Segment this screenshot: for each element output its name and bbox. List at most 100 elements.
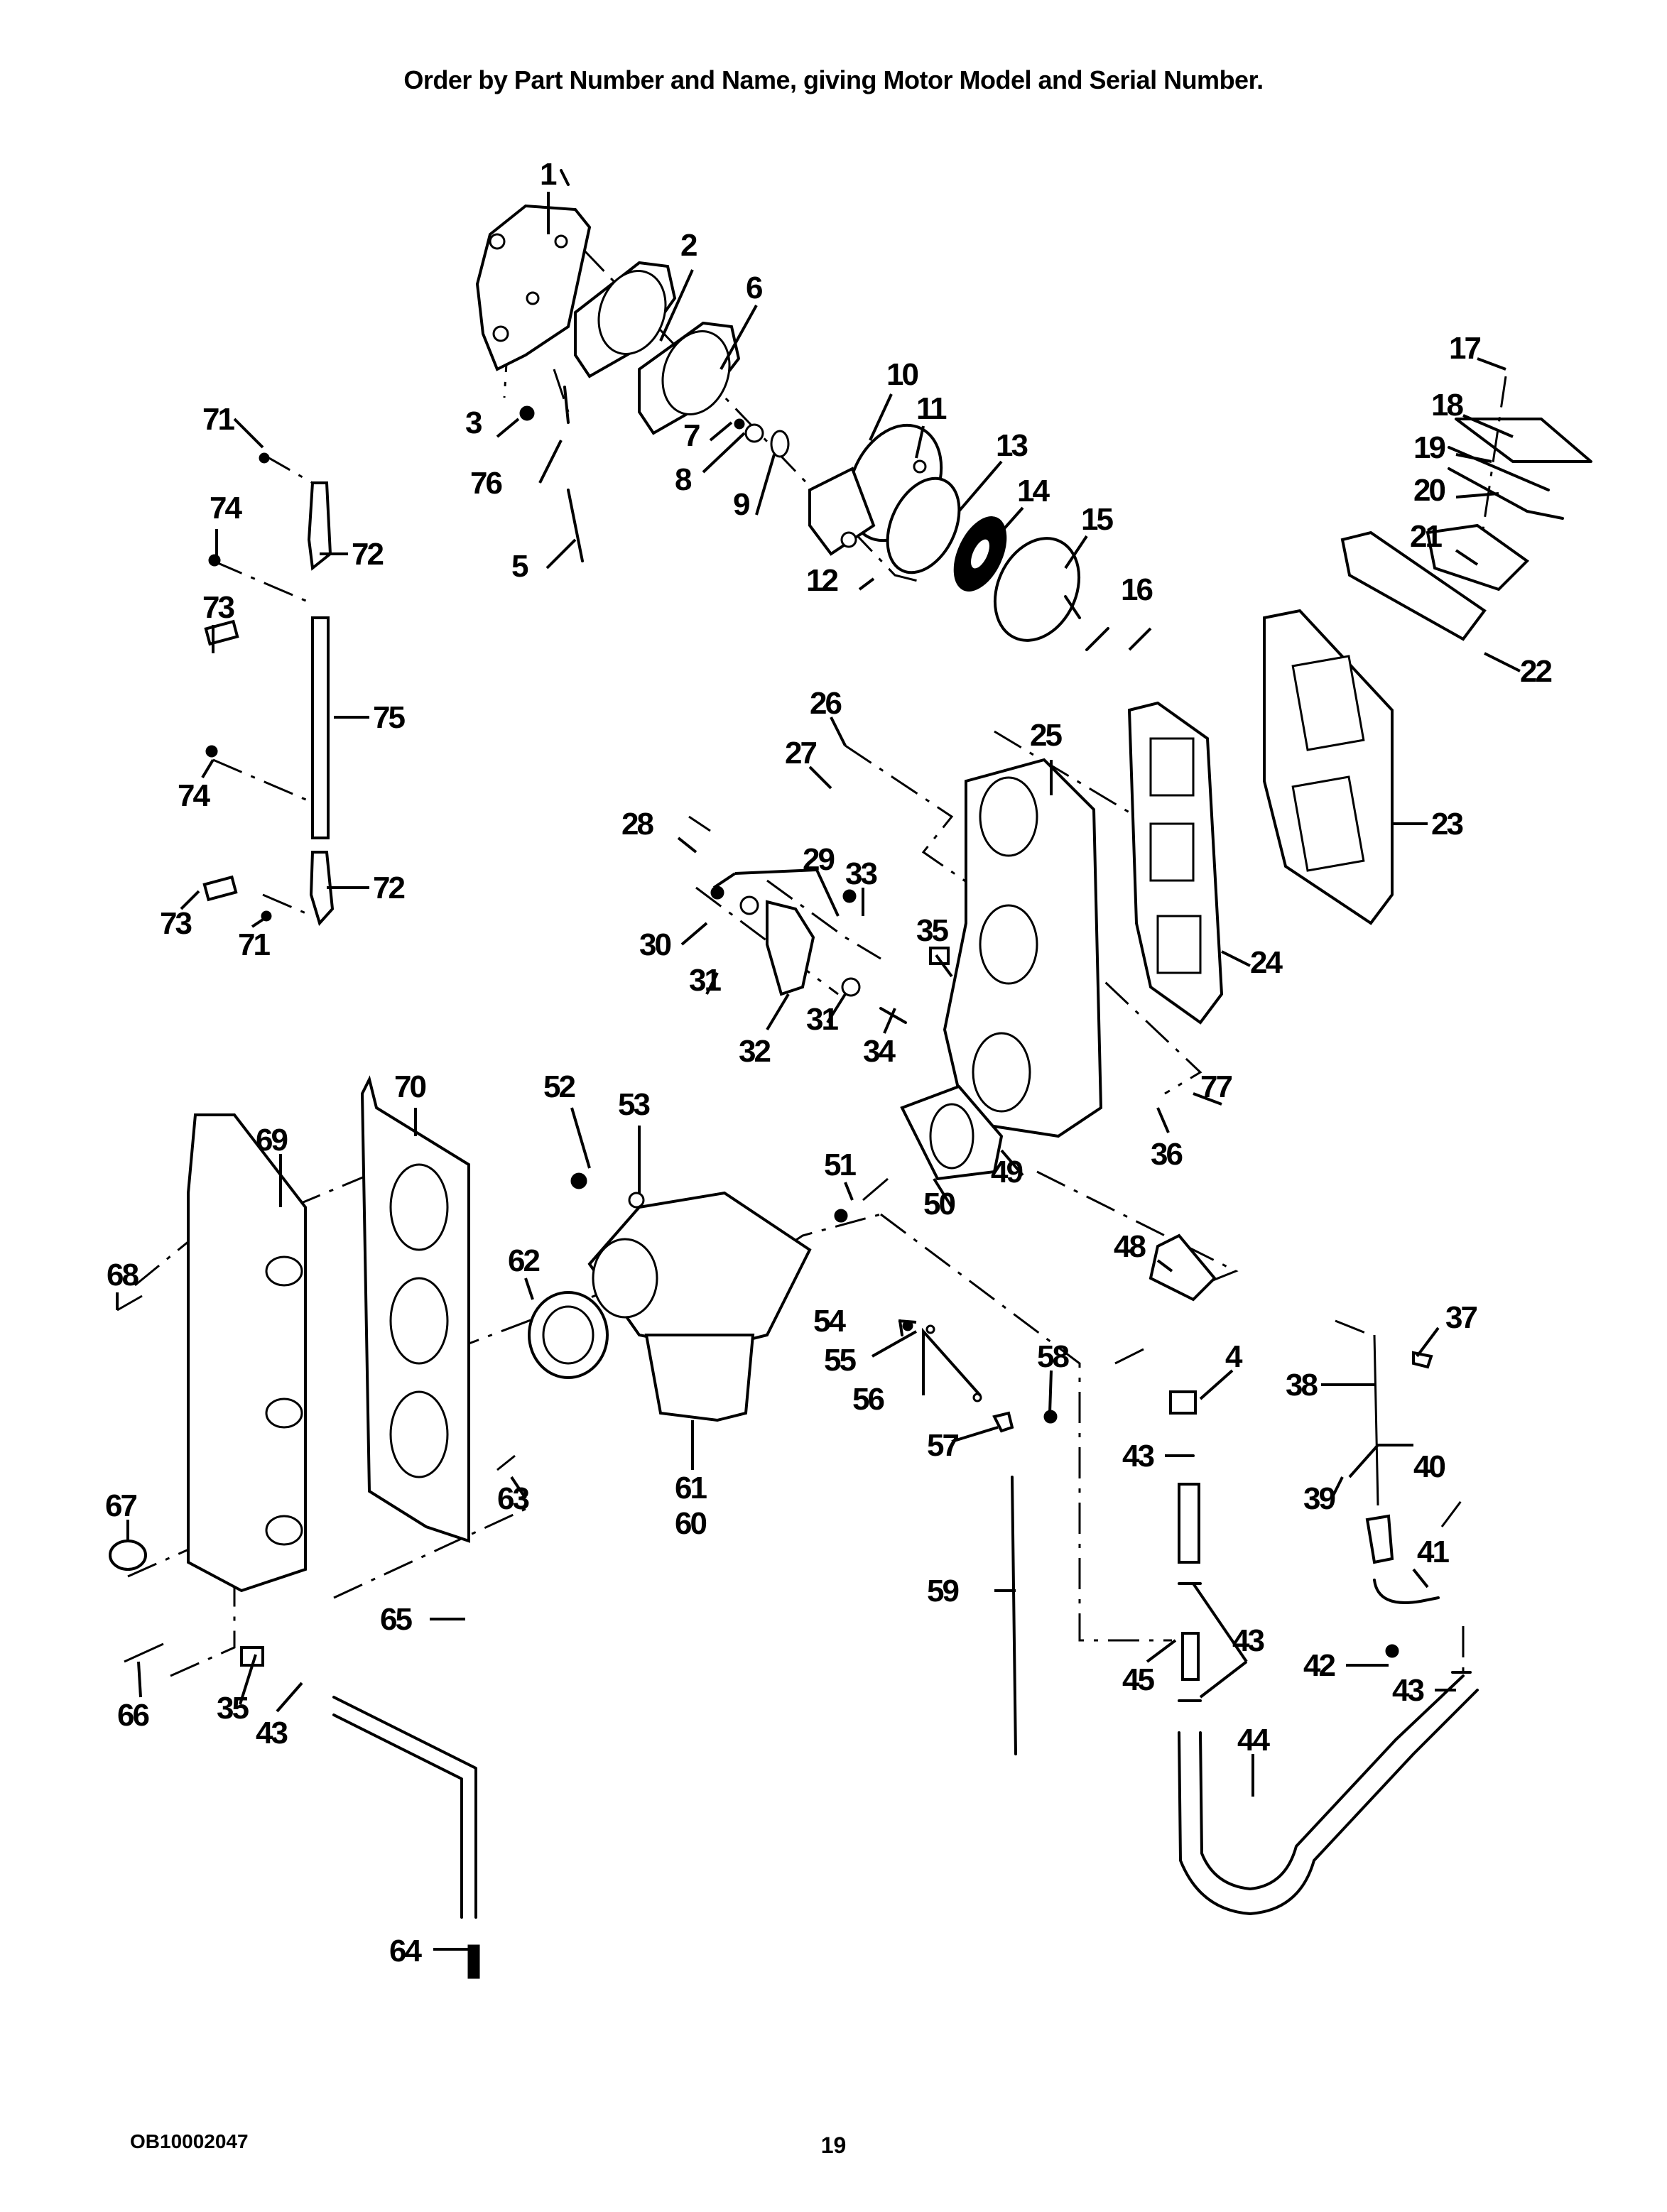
leader-lines: [116, 192, 1521, 1951]
callout-18: 18: [1431, 388, 1463, 423]
callout-64: 64: [389, 1934, 422, 1968]
washer-part-14: [953, 516, 1007, 592]
gasket-part-62: [528, 1291, 609, 1379]
callout-36: 36: [1151, 1137, 1182, 1172]
callout-49: 49: [991, 1155, 1022, 1189]
callout-51: 51: [824, 1148, 856, 1182]
callout-43b: 43: [1122, 1439, 1153, 1473]
callout-26: 26: [810, 686, 841, 721]
callout-28: 28: [621, 807, 653, 841]
plate-part-70: [360, 1075, 470, 1543]
plate-part-22: [1340, 530, 1487, 641]
callout-41: 41: [1417, 1535, 1449, 1569]
callout-22: 22: [1520, 654, 1551, 689]
callout-21: 21: [1410, 519, 1442, 554]
callout-8: 8: [675, 462, 692, 497]
callout-25: 25: [1030, 718, 1062, 753]
callout-27: 27: [785, 736, 816, 770]
reed-plate-part-23: [1263, 609, 1394, 925]
callout-43a: 43: [256, 1716, 287, 1750]
callout-76: 76: [470, 466, 501, 501]
callout-37: 37: [1445, 1300, 1477, 1335]
callout-48: 48: [1114, 1229, 1146, 1264]
gasket-part-6: [638, 321, 741, 435]
callout-11: 11: [916, 391, 947, 426]
silencer-part-69: [187, 1113, 307, 1593]
callout-58: 58: [1037, 1339, 1069, 1374]
callout-39: 39: [1303, 1481, 1335, 1516]
callout-69: 69: [256, 1123, 287, 1157]
callout-53: 53: [618, 1087, 649, 1122]
callout-71: 71: [202, 402, 234, 437]
order-instructions-header: Order by Part Number and Name, giving Mo…: [403, 65, 1264, 94]
callout-38: 38: [1286, 1368, 1318, 1402]
throttle-bracket-parts-28-34: [688, 815, 950, 1024]
callout-42: 42: [1303, 1648, 1335, 1683]
callout-43d: 43: [1392, 1673, 1423, 1708]
callout-2: 2: [680, 228, 697, 263]
bracket-part-48: [1114, 1233, 1217, 1365]
intake-manifold-part-25: [943, 758, 1103, 1138]
callout-12: 12: [806, 563, 837, 598]
callout-16: 16: [1121, 572, 1152, 607]
callout-75: 75: [373, 700, 405, 735]
callout-59: 59: [927, 1574, 958, 1608]
callout-74b: 74: [178, 778, 210, 813]
hose-part-44: [1178, 1674, 1479, 1915]
callout-labels: 1 2 6 10 11 3 76 7 8 9 13 14 15 16 12 5 …: [105, 157, 1553, 1968]
callout-17: 17: [1449, 331, 1480, 366]
callout-32: 32: [739, 1034, 770, 1069]
callout-10: 10: [886, 357, 918, 392]
carburetor-part-61: [587, 1191, 812, 1422]
callout-71b: 71: [238, 927, 270, 962]
fuel-line-parts-4-45: [1169, 1390, 1202, 1702]
small-parts-top: [519, 169, 1109, 651]
cover-part-1: [475, 204, 592, 371]
callout-35: 35: [916, 913, 948, 948]
callout-62: 62: [508, 1243, 539, 1278]
gasket-part-24: [1127, 701, 1224, 1025]
callout-31b: 31: [806, 1002, 838, 1037]
callout-19: 19: [1413, 430, 1445, 465]
callout-55: 55: [824, 1343, 856, 1378]
callout-13: 13: [996, 428, 1027, 463]
assembly-centerlines: [127, 247, 1507, 1677]
callout-63: 63: [497, 1481, 528, 1516]
cap-part-15: [993, 537, 1081, 642]
callout-5: 5: [511, 549, 528, 584]
callout-3: 3: [465, 405, 482, 440]
callout-23: 23: [1431, 807, 1462, 841]
callout-33: 33: [845, 856, 876, 891]
callout-68: 68: [107, 1258, 139, 1292]
callout-70: 70: [394, 1069, 425, 1104]
callout-52: 52: [543, 1069, 575, 1104]
callout-9: 9: [733, 487, 749, 522]
page-number: 19: [820, 2132, 847, 2158]
callout-54: 54: [813, 1304, 846, 1339]
callout-31: 31: [689, 963, 721, 998]
callout-61: 61: [675, 1471, 707, 1505]
callout-14: 14: [1017, 474, 1050, 508]
callout-4: 4: [1225, 1339, 1243, 1374]
callout-20: 20: [1413, 473, 1445, 508]
callout-77: 77: [1200, 1069, 1232, 1104]
callout-66: 66: [117, 1698, 148, 1733]
reed-block-parts-17-21: [1426, 418, 1592, 592]
callout-35b: 35: [217, 1691, 249, 1726]
plate-part-13: [886, 476, 961, 574]
callout-30: 30: [639, 927, 670, 962]
callout-44: 44: [1237, 1723, 1270, 1758]
callout-57: 57: [927, 1428, 958, 1463]
callout-7: 7: [683, 418, 700, 453]
gasket-part-2: [574, 261, 677, 378]
callout-74: 74: [210, 491, 242, 525]
document-code: OB10002047: [130, 2130, 249, 2152]
callout-43c: 43: [1232, 1623, 1264, 1658]
callout-72: 72: [352, 537, 383, 572]
callout-73: 73: [202, 590, 234, 625]
callout-1: 1: [540, 157, 557, 192]
choke-parts-54-59: [898, 1319, 1058, 1755]
callout-50: 50: [923, 1187, 955, 1221]
hose-part-65: [332, 1696, 480, 1979]
